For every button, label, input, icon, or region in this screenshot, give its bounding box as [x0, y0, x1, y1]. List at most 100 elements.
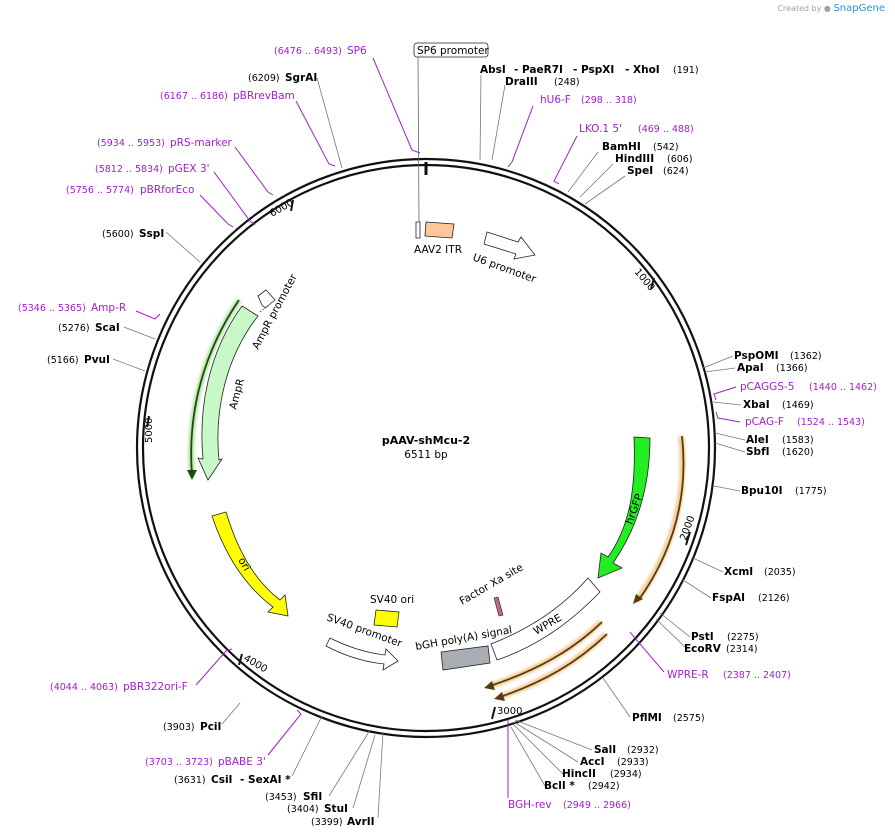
- primer-pbrforeco-pos: (5756 .. 5774): [66, 185, 134, 196]
- primer-leader-prsmarker: [234, 146, 274, 196]
- factor-xa-feature[interactable]: [493, 596, 504, 617]
- enzyme-scai[interactable]: ScaI: [95, 322, 120, 334]
- primer-sp6-pos: (6476 .. 6493): [274, 46, 342, 57]
- enzyme-apai-pos: (1366): [776, 363, 808, 374]
- enzyme-paer7i[interactable]: - PaeR7I: [514, 64, 563, 76]
- credit-text: Created by: [777, 4, 822, 13]
- enzyme-sspi[interactable]: SspI: [139, 228, 164, 240]
- primer-ampr[interactable]: Amp-R: [91, 302, 126, 314]
- sv40-ori-label: SV40 ori: [370, 594, 414, 606]
- ori-feature[interactable]: [211, 511, 289, 617]
- enzyme-csii[interactable]: CsiI: [211, 774, 232, 786]
- primer-pcagf[interactable]: pCAG-F: [745, 416, 784, 428]
- enzyme-ecorv[interactable]: EcoRV: [684, 643, 722, 655]
- leader-avrii: [377, 731, 384, 819]
- enzyme-pflmi[interactable]: PflMI: [632, 712, 662, 724]
- leader-absi: [479, 74, 482, 161]
- leader-xcmi: [692, 557, 724, 573]
- orf-arrow-3[interactable]: [499, 633, 608, 698]
- primer-prsmarker[interactable]: pRS-marker: [170, 137, 233, 149]
- enzyme-psti[interactable]: PstI: [691, 631, 714, 643]
- enzyme-pvui[interactable]: PvuI: [84, 354, 110, 366]
- enzyme-apai[interactable]: ApaI: [737, 362, 764, 374]
- primer-leader-pbabe3: [267, 709, 302, 756]
- enzyme-xhoi[interactable]: - XhoI: [625, 64, 660, 76]
- enzyme-sfii-pos: (3453): [265, 792, 297, 803]
- aav2-itr-feature[interactable]: [424, 221, 455, 239]
- orf-arrow-2[interactable]: [489, 621, 603, 687]
- primer-leader-pcagf: [715, 411, 741, 423]
- primer-bghrev[interactable]: BGH-rev: [508, 799, 552, 811]
- primer-pbr322ori[interactable]: pBR322ori-F: [123, 681, 188, 693]
- enzyme-sgrai-pos: (6209): [248, 73, 280, 84]
- enzyme-absi[interactable]: AbsI: [480, 64, 506, 76]
- leader-pcii: [221, 702, 241, 725]
- primer-pgex3[interactable]: pGEX 3': [168, 163, 210, 175]
- leader-acci: [513, 721, 579, 763]
- enzyme-stui[interactable]: StuI: [324, 803, 348, 815]
- enzyme-sali[interactable]: SalI: [594, 744, 616, 756]
- orf-arrow-3-head: [494, 692, 505, 701]
- sp6-promoter-leader: [417, 56, 420, 223]
- leader-draiii: [491, 84, 506, 161]
- enzyme-pspomi[interactable]: PspOMI: [734, 350, 779, 362]
- aav2-itr-left-mark[interactable]: [415, 221, 421, 239]
- primer-hu6f[interactable]: hU6-F: [540, 94, 571, 106]
- enzyme-sfii[interactable]: SfiI: [303, 791, 322, 803]
- wpre-feature[interactable]: [490, 577, 601, 661]
- primer-pbabe3[interactable]: pBABE 3': [218, 756, 266, 768]
- primer-pbrrevbam[interactable]: pBRrevBam: [233, 90, 295, 102]
- leader-sali: [514, 719, 593, 751]
- bgh-polya-feature[interactable]: [440, 645, 491, 671]
- ampr-promoter-feature[interactable]: [257, 289, 276, 309]
- tick-6000: [290, 199, 294, 212]
- enzyme-hindiii[interactable]: HindIII: [615, 153, 654, 165]
- leader-xbai: [712, 401, 742, 406]
- enzyme-avrii[interactable]: AvrII: [347, 816, 375, 828]
- sv40-ori-feature[interactable]: [373, 609, 400, 628]
- enzyme-xcmi[interactable]: XcmI: [724, 566, 753, 578]
- enzyme-sbfi[interactable]: SbfI: [746, 446, 770, 458]
- primer-pcaggs5[interactable]: pCAGGS-5: [740, 381, 794, 393]
- enzyme-pspxi[interactable]: - PspXI: [573, 64, 614, 76]
- enzyme-bamhi-pos: (542): [653, 142, 679, 153]
- credit-brand: SnapGene: [833, 3, 885, 14]
- enzyme-hindiii-pos: (606): [667, 154, 693, 165]
- enzyme-sgrai[interactable]: SgrAI: [285, 72, 317, 84]
- sp6-promoter-box[interactable]: [413, 42, 489, 58]
- primer-lko15[interactable]: LKO.1 5': [579, 123, 622, 135]
- leader-bcli: [510, 726, 546, 787]
- enzyme-xbai[interactable]: XbaI: [743, 399, 770, 411]
- leader-pvui: [112, 358, 146, 372]
- primer-wprer[interactable]: WPRE-R: [667, 669, 709, 681]
- hrgfp-feature[interactable]: [597, 436, 651, 579]
- enzyme-bcli[interactable]: BclI *: [544, 780, 575, 792]
- leader-sgrai: [316, 77, 343, 169]
- sp6-promoter-label: SP6 promoter: [417, 45, 489, 57]
- leader-psti: [659, 612, 691, 638]
- enzyme-draiii[interactable]: DraIII: [505, 76, 538, 88]
- enzyme-pcii[interactable]: PciI: [200, 721, 221, 733]
- ampr-orf-arrow-head: [187, 470, 197, 480]
- tick-label-5000: 5000: [144, 418, 155, 443]
- primer-bghrev-pos: (2949 .. 2966): [563, 800, 631, 811]
- primer-leader-pgex3: [213, 171, 256, 226]
- enzyme-alei[interactable]: AleI: [746, 434, 769, 446]
- ampr-orf-arrow[interactable]: [190, 299, 240, 476]
- enzyme-bpu10i[interactable]: Bpu10I: [741, 485, 783, 497]
- primer-sp6[interactable]: SP6: [347, 45, 367, 57]
- orf-arrow-1[interactable]: [637, 435, 685, 602]
- enzyme-acci[interactable]: AccI: [580, 756, 604, 768]
- u6-promoter-feature[interactable]: [483, 231, 536, 260]
- primer-leader-sp6: [372, 57, 421, 154]
- enzyme-sexai[interactable]: - SexAI *: [240, 774, 291, 786]
- enzyme-spei[interactable]: SpeI: [627, 165, 653, 177]
- primer-hu6f-pos: (298 .. 318): [581, 95, 637, 106]
- enzyme-hincii[interactable]: HincII: [562, 768, 596, 780]
- enzyme-fspai[interactable]: FspAI: [712, 592, 745, 604]
- enzyme-bamhi[interactable]: BamHI: [602, 141, 641, 153]
- sv40-promoter-feature[interactable]: [325, 637, 399, 671]
- enzyme-bpu10i-pos: (1775): [795, 486, 827, 497]
- primer-pbrforeco[interactable]: pBRforEco: [140, 184, 194, 196]
- ampr-feature[interactable]: [197, 305, 259, 481]
